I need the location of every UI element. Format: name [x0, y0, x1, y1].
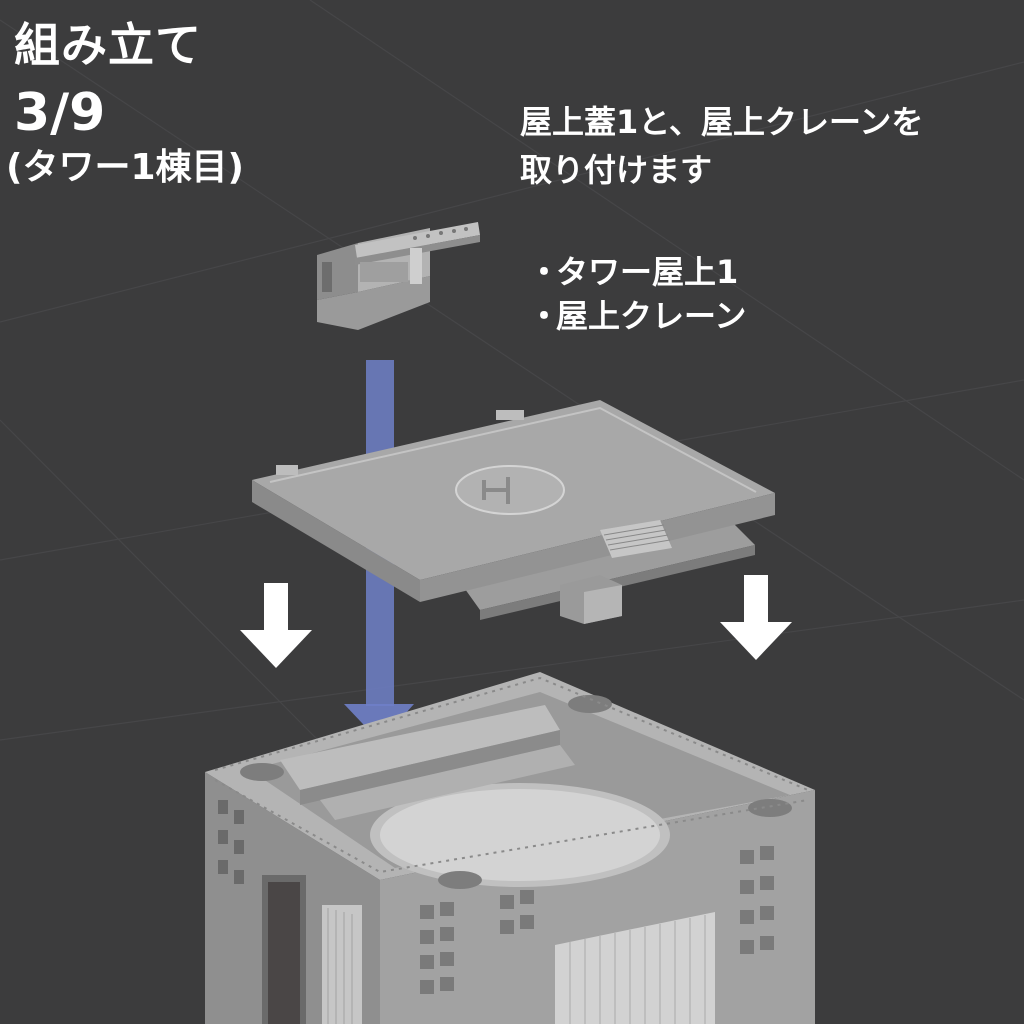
tower-body-model [205, 672, 815, 1024]
instruction-line-2: 取り付けます [520, 151, 713, 189]
tower-subtitle: (タワー1棟目) [6, 147, 244, 188]
part-item: ・タワー屋上1 [528, 250, 746, 294]
instruction-line-1: 屋上蓋1と、屋上クレーンを [520, 103, 924, 141]
part-label: タワー屋上1 [556, 253, 739, 291]
step-counter: 3/9 [14, 83, 106, 143]
right-down-arrow-icon [720, 575, 792, 660]
roof-crane-model [317, 222, 480, 330]
left-down-arrow-icon [240, 583, 312, 668]
bullet: ・ [528, 253, 561, 291]
tower-roof-lid-model [252, 400, 775, 624]
bullet: ・ [528, 297, 561, 335]
part-item: ・屋上クレーン [528, 294, 746, 338]
parts-list: ・タワー屋上1 ・屋上クレーン [528, 250, 746, 338]
page-title: 組み立て [14, 18, 202, 72]
part-label: 屋上クレーン [556, 297, 747, 335]
